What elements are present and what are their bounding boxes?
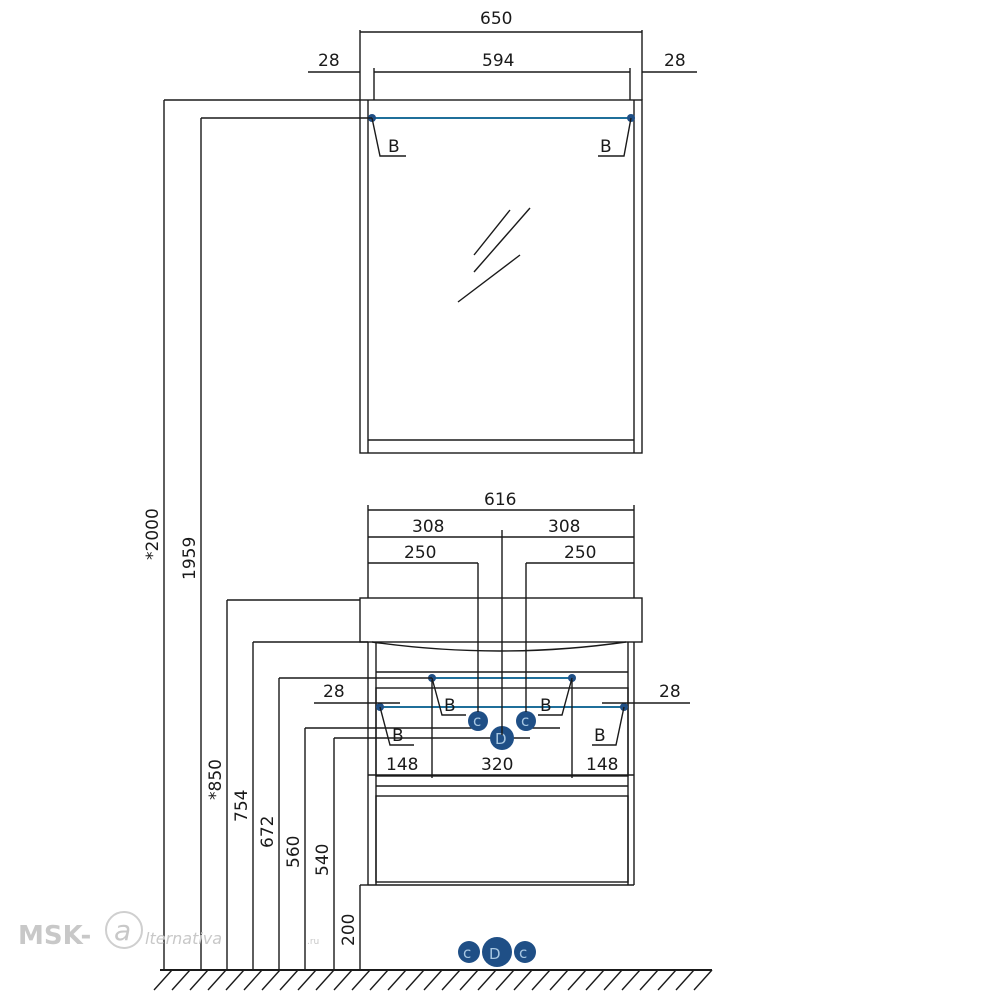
dim-vanity-width: 616 [484, 490, 516, 510]
hatch-line [333, 969, 353, 991]
floor [153, 969, 713, 991]
svg-text:a: a [114, 914, 131, 947]
dim-height-floor-gap: 200 [339, 914, 359, 946]
hatch-line [549, 969, 569, 991]
dim-fix-spacing-right: 148 [586, 755, 618, 775]
legend-d-label: D [489, 945, 501, 963]
hatch-line [369, 969, 389, 991]
hatch-line [243, 969, 263, 991]
dim-vanity-offset-right: 250 [564, 543, 596, 563]
mirror-dimensions: 650 594 28 28 [308, 9, 697, 100]
watermark-logo-icon [105, 911, 143, 949]
watermark-brand: MSK- [18, 921, 91, 951]
hatch-line [279, 969, 299, 991]
dim-vanity-half-left: 308 [412, 517, 444, 537]
hatch-line [441, 969, 461, 991]
dim-vanity-half-right: 308 [548, 517, 580, 537]
hatch-line [351, 969, 371, 991]
hatch-line [171, 969, 191, 991]
dim-height-basin: 754 [232, 790, 252, 822]
legend-c2-label: c [519, 944, 527, 962]
dim-mirror-inner: 594 [482, 51, 514, 71]
connection-d-label: D [495, 730, 507, 748]
hatch-line [153, 969, 173, 991]
dim-height-vanity-top: *850 [206, 759, 226, 800]
mirror-fixing-label-left: B [388, 137, 400, 157]
hatch-line [477, 969, 497, 991]
vanity-fixing-label-1: B [444, 696, 456, 716]
floor-hatching [153, 969, 713, 991]
hatch-line [423, 969, 443, 991]
vanity-dimensions: 616 308 308 250 250 28 28 148 320 148 [314, 490, 690, 778]
watermark: MSK- a lternativa .ru [18, 911, 319, 951]
hatch-line [513, 969, 533, 991]
dim-vanity-edge-left: 28 [323, 682, 345, 702]
hatch-line [603, 969, 623, 991]
connection-c-left-icon [468, 711, 488, 731]
dim-mirror-width: 650 [480, 9, 512, 29]
connection-legend: c D c [458, 937, 536, 967]
dim-fix-spacing-middle: 320 [481, 755, 513, 775]
dim-height-mirror-fixing: 1959 [180, 537, 200, 580]
connection-c-left-label: c [473, 712, 481, 730]
dim-height-total: *2000 [143, 508, 163, 560]
connection-c-right-icon [516, 711, 536, 731]
vanity-fixing-label-4: B [594, 726, 606, 746]
dim-mirror-side-left: 28 [318, 51, 340, 71]
hatch-line [693, 969, 713, 991]
dim-height-fixing-upper: 672 [258, 816, 278, 848]
dim-height-fixing-lower: 560 [284, 836, 304, 868]
hatch-line [567, 969, 587, 991]
hatch-line [207, 969, 227, 991]
vanity-unit: B B B B c c D [334, 597, 643, 886]
mirror-fixing-label-right: B [600, 137, 612, 157]
connection-d-icon [490, 726, 514, 750]
legend-c1-label: c [463, 944, 471, 962]
mirror-cabinet: B B [359, 99, 643, 454]
watermark-script: lternativa [145, 929, 222, 948]
hatch-line [387, 969, 407, 991]
hatch-line [225, 969, 245, 991]
hatch-line [261, 969, 281, 991]
hatch-line [531, 969, 551, 991]
height-dimensions: *2000 1959 *850 754 672 560 540 200 [143, 99, 440, 970]
hatch-line [657, 969, 677, 991]
hatch-line [621, 969, 641, 991]
hatch-line [297, 969, 317, 991]
legend-c2-icon [514, 941, 536, 963]
legend-c1-icon [458, 941, 480, 963]
hatch-line [189, 969, 209, 991]
hatch-line [405, 969, 425, 991]
dim-mirror-side-right: 28 [664, 51, 686, 71]
hatch-line [459, 969, 479, 991]
dim-vanity-edge-right: 28 [659, 682, 681, 702]
hatch-line [585, 969, 605, 991]
dim-vanity-offset-left: 250 [404, 543, 436, 563]
dim-fix-spacing-left: 148 [386, 755, 418, 775]
hatch-line [315, 969, 335, 991]
watermark-domain: .ru [307, 937, 319, 947]
dim-height-drain: 540 [313, 844, 333, 876]
hatch-line [675, 969, 695, 991]
legend-d-icon [482, 937, 512, 967]
hatch-line [639, 969, 659, 991]
vanity-fixing-label-2: B [540, 696, 552, 716]
connection-c-right-label: c [521, 712, 529, 730]
hatch-line [495, 969, 515, 991]
vanity-fixing-label-3: B [392, 726, 404, 746]
